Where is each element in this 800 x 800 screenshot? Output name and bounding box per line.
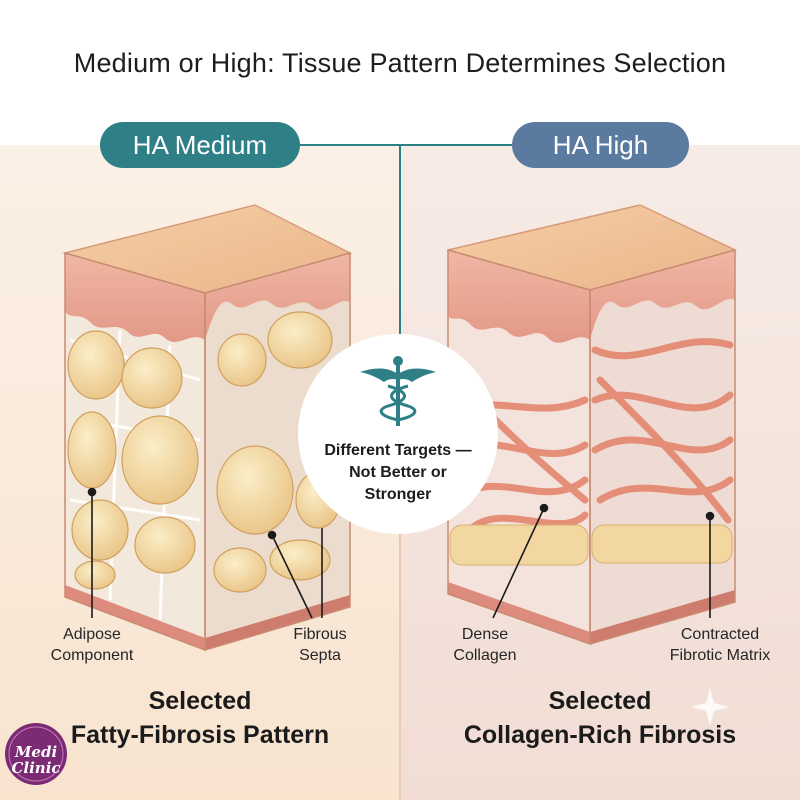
callout-lines [87,487,715,619]
right-conclusion-line-1: Selected [548,687,652,715]
sparkle-icon [691,688,729,726]
page-title: Medium or High: Tissue Pattern Determine… [73,48,727,78]
right-tissue-block [447,204,738,646]
medi-clinic-logo [5,723,67,785]
right-conclusion: Selected Collagen-Rich Fibrosis [420,684,780,752]
center-line-1: Different Targets — [324,442,472,459]
logo-line-2: Clinic [11,759,61,777]
left-conclusion-line-2: Fatty-Fibrosis Pattern [70,721,330,749]
left-tissue-block [62,204,353,652]
left-conclusion-line-1: Selected [148,687,252,715]
ha-medium-badge: HA Medium [100,122,300,168]
label-fibrous-septa: Fibrous Septa [293,626,347,664]
label-contracted-fibrotic-matrix: Contracted Fibrotic Matrix [669,626,771,664]
ha-high-badge: HA High [512,122,689,168]
center-message: Different Targets — Not Better or Strong… [298,440,498,506]
logo-text: Medi Clinic [4,744,68,776]
logo-line-1: Medi [14,743,58,761]
label-dense-collagen: Dense Collagen [453,626,517,664]
connector-lines [300,144,512,340]
caduceus-icon [360,356,436,426]
right-conclusion-line-2: Collagen-Rich Fibrosis [463,721,737,749]
center-line-3: Stronger [364,486,432,503]
left-conclusion: Selected Fatty-Fibrosis Pattern [20,684,380,752]
center-line-2: Not Better or [349,464,447,481]
label-adipose-component: Adipose Component [50,626,134,664]
